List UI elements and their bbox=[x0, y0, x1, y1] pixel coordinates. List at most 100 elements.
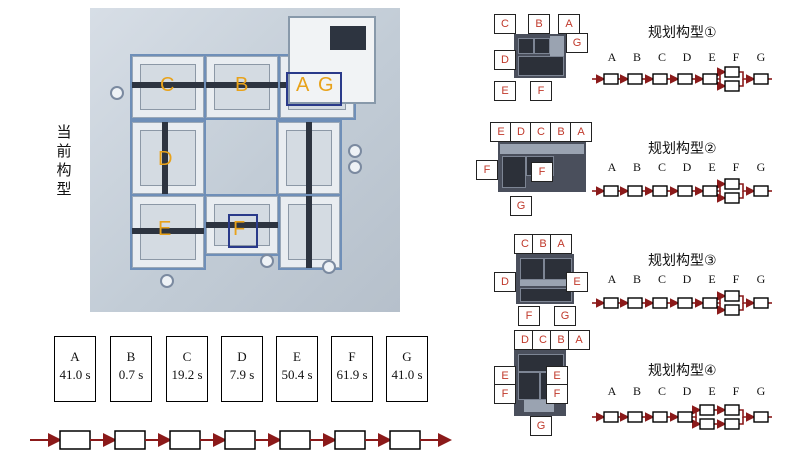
station-name: B bbox=[126, 349, 136, 364]
current-config-render: C B A G D E F bbox=[90, 8, 400, 312]
seq-label: F bbox=[732, 384, 740, 398]
planned-config-3-title: 规划构型③ bbox=[648, 253, 717, 269]
flow-node bbox=[389, 430, 421, 450]
seq-label: C bbox=[657, 50, 666, 64]
robot-arm bbox=[322, 260, 336, 274]
station-name: C bbox=[182, 349, 192, 364]
station-tag: F bbox=[476, 160, 498, 180]
planned-config-4-sequence: A B C D E F G bbox=[604, 384, 774, 400]
module-b bbox=[204, 54, 280, 120]
station-tag: A bbox=[558, 14, 580, 34]
seq-label: F bbox=[732, 272, 740, 286]
render-label-b: B bbox=[235, 74, 249, 96]
module-d bbox=[130, 120, 206, 196]
render-label-d: D bbox=[158, 148, 173, 170]
station-tag: A bbox=[568, 330, 590, 350]
seq-label: E bbox=[708, 272, 716, 286]
module-c bbox=[130, 54, 206, 120]
seq-label: D bbox=[682, 50, 692, 64]
seq-label: B bbox=[632, 160, 641, 174]
station-tag: C bbox=[494, 14, 516, 34]
selection-box bbox=[228, 214, 258, 248]
seq-label: G bbox=[756, 50, 766, 64]
robot-arm bbox=[260, 254, 274, 268]
station-tag: F bbox=[518, 306, 540, 326]
robot-arm bbox=[348, 160, 362, 174]
station-time: 50.4 s bbox=[281, 367, 313, 382]
flow-node bbox=[334, 430, 366, 450]
seq-label: A bbox=[607, 160, 617, 174]
current-flow-diagram bbox=[30, 430, 452, 450]
station-time-box: C 19.2 s bbox=[166, 336, 208, 402]
station-tag: G bbox=[566, 33, 588, 53]
seq-label: G bbox=[756, 160, 766, 174]
station-time-box: D 7.9 s bbox=[221, 336, 263, 402]
seq-label: E bbox=[708, 384, 716, 398]
robot-arm bbox=[110, 86, 124, 100]
station-name: G bbox=[402, 349, 412, 364]
station-tag: F bbox=[531, 162, 553, 182]
render-label-e: E bbox=[158, 218, 172, 240]
station-name: D bbox=[237, 349, 247, 364]
planned-config-3-flow bbox=[592, 290, 772, 316]
station-time-box: G 41.0 s bbox=[386, 336, 428, 402]
module-right-mid bbox=[276, 120, 342, 196]
station-time: 7.9 s bbox=[229, 367, 255, 382]
planned-config-2-title: 规划构型② bbox=[648, 141, 717, 157]
station-tag: F bbox=[494, 384, 516, 404]
render-label-c: C bbox=[160, 74, 175, 96]
planned-config-2-sequence: A B C D E F G bbox=[604, 160, 774, 176]
station-tag: G bbox=[554, 306, 576, 326]
robot-arm bbox=[348, 144, 362, 158]
station-tag: D bbox=[494, 50, 516, 70]
station-time-box: E 50.4 s bbox=[276, 336, 318, 402]
station-tag: F bbox=[546, 384, 568, 404]
render-label-g: G bbox=[318, 74, 334, 96]
station-time: 0.7 s bbox=[118, 367, 144, 382]
render-label-f: F bbox=[233, 218, 246, 240]
seq-label: A bbox=[607, 50, 617, 64]
planned-config-1-title: 规划构型① bbox=[648, 25, 717, 41]
station-tag: E bbox=[494, 366, 516, 386]
station-name: E bbox=[293, 349, 301, 364]
seq-label: G bbox=[756, 384, 766, 398]
station-tag: E bbox=[566, 272, 588, 292]
flow-node bbox=[114, 430, 146, 450]
flow-node bbox=[279, 430, 311, 450]
station-time-box: B 0.7 s bbox=[110, 336, 152, 402]
station-tag: E bbox=[490, 122, 512, 142]
planned-config-1-render bbox=[514, 34, 566, 78]
station-tag: G bbox=[530, 416, 552, 436]
station-time: 41.0 s bbox=[59, 367, 91, 382]
station-tag: E bbox=[546, 366, 568, 386]
station-time: 19.2 s bbox=[171, 367, 203, 382]
station-tag: D bbox=[510, 122, 532, 142]
seq-label: B bbox=[632, 384, 641, 398]
station-time: 61.9 s bbox=[336, 367, 368, 382]
station-tag: A bbox=[550, 234, 572, 254]
station-time: 41.0 s bbox=[391, 367, 423, 382]
seq-label: D bbox=[682, 160, 692, 174]
module-f bbox=[204, 194, 280, 256]
station-tag: B bbox=[528, 14, 550, 34]
render-label-a: A bbox=[296, 74, 310, 96]
station-tag: B bbox=[550, 122, 572, 142]
module-right-bottom bbox=[278, 194, 342, 270]
station-tag: C bbox=[530, 122, 552, 142]
station-name: A bbox=[70, 349, 80, 364]
selection-box bbox=[286, 72, 342, 106]
planned-config-4-flow bbox=[592, 404, 772, 430]
planned-config-3-render bbox=[516, 254, 574, 304]
planned-config-1-flow bbox=[592, 66, 772, 92]
station-tag: F bbox=[530, 81, 552, 101]
seq-label: C bbox=[657, 272, 666, 286]
seq-label: B bbox=[632, 272, 641, 286]
seq-label: C bbox=[657, 160, 666, 174]
planned-config-1-sequence: A B C D E F G bbox=[604, 50, 774, 66]
planned-config-2-flow bbox=[592, 178, 772, 204]
seq-label: D bbox=[682, 272, 692, 286]
planned-config-3-sequence: A B C D E F G bbox=[604, 272, 774, 288]
seq-label: A bbox=[607, 272, 617, 286]
flow-node bbox=[169, 430, 201, 450]
seq-label: E bbox=[708, 160, 716, 174]
